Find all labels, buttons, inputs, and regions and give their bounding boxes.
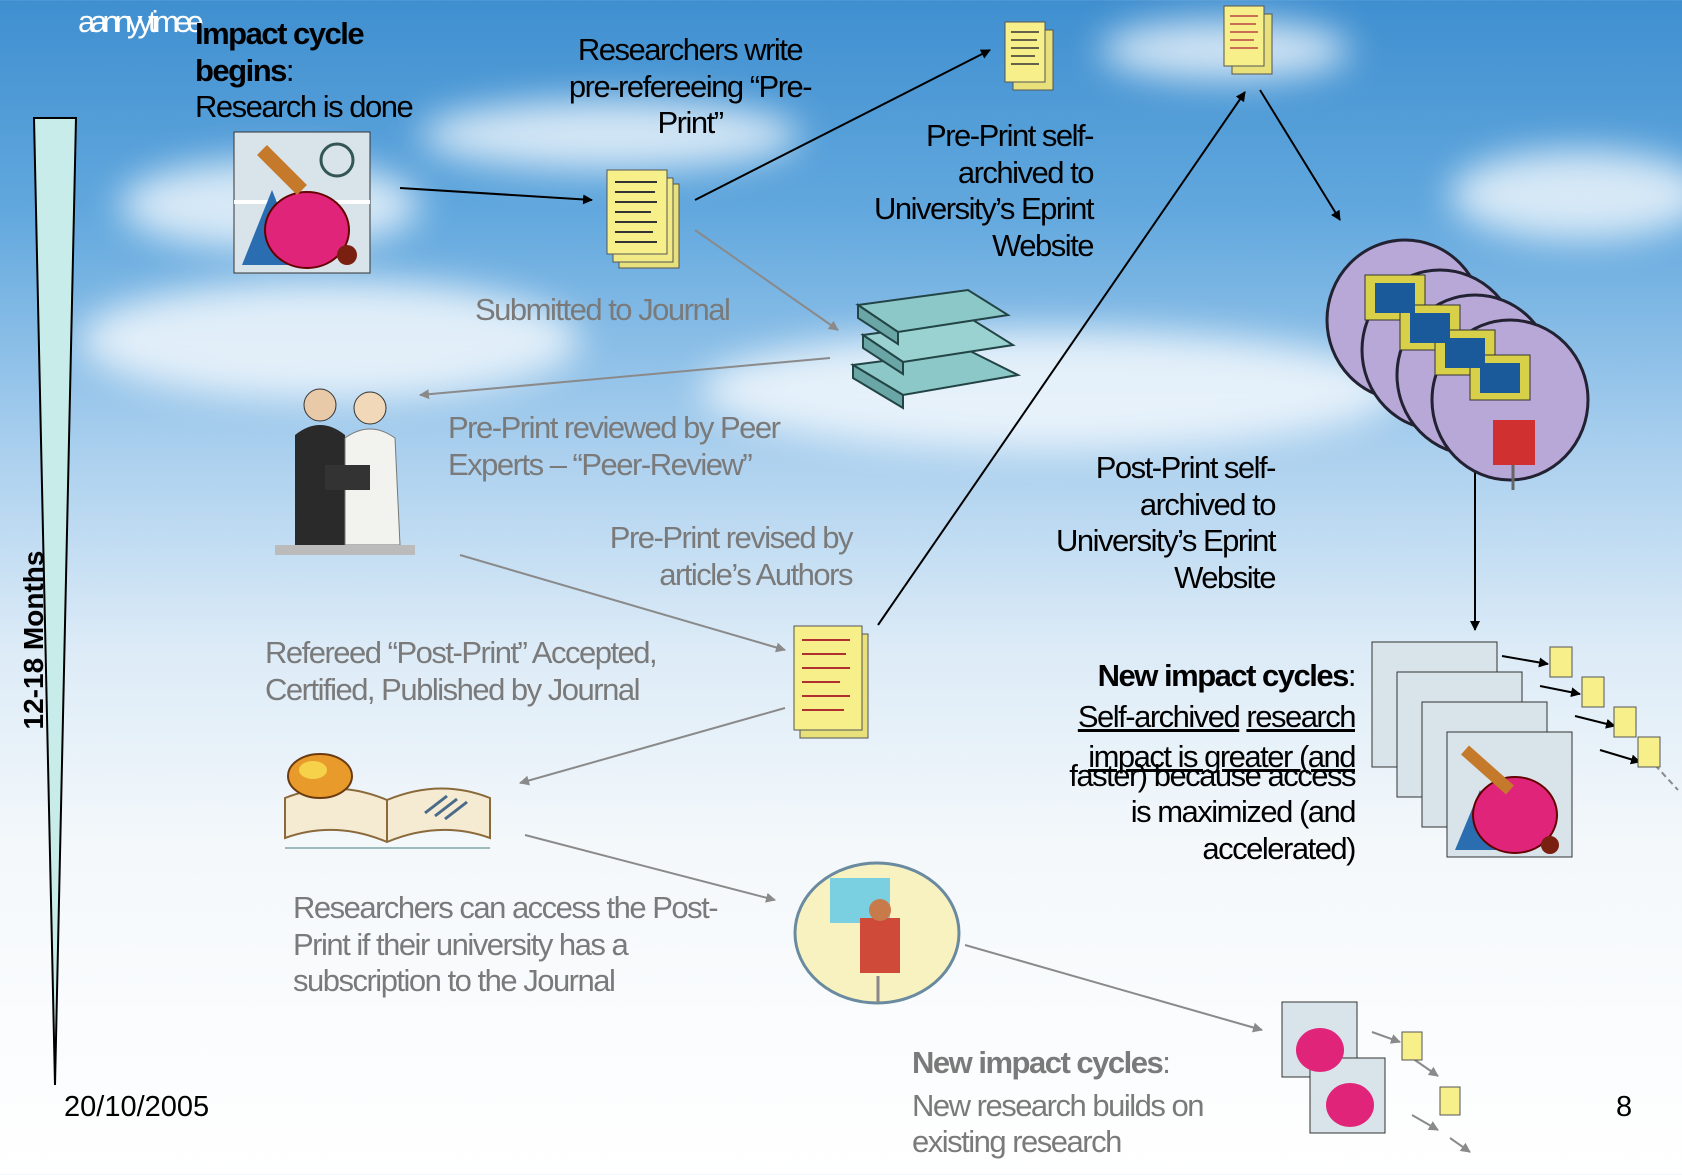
- peer-review-label: Pre-Print reviewed by Peer Experts – “Pe…: [448, 410, 781, 482]
- timeline-wedge: [32, 117, 78, 1086]
- revised-label: Pre-Print revised by article’s Authors: [609, 520, 854, 592]
- accepted-label: Refereed “Post-Print” Accepted, Certifie…: [265, 635, 658, 707]
- footer-page-number: 8: [1616, 1091, 1633, 1123]
- timeline-label: 12-18 Months: [18, 550, 49, 730]
- access-label: Researchers can access the Post-Print if…: [293, 890, 719, 999]
- arrow-journal-to-review: [419, 357, 831, 400]
- small-document-icon: [1613, 706, 1637, 738]
- arrow-eprint-to-researchers: [1259, 89, 1341, 221]
- arrow-research-to-preprint: [399, 187, 593, 205]
- arrow-journal-to-reader: [524, 834, 776, 903]
- new-cycles-right: New impact cycles: Self-archived researc…: [985, 658, 1357, 867]
- new-cycles-bottom: New impact cycles: New research builds o…: [912, 1045, 1272, 1161]
- self-archive-pre-label: Pre-Print self-archived to University’s …: [873, 118, 1095, 263]
- cloud: [700, 330, 1400, 450]
- small-document-icon: [1401, 1031, 1423, 1061]
- research-text: research: [1246, 698, 1356, 734]
- self-archive-post-label: Post-Print self-archived to University’s…: [1055, 450, 1277, 595]
- self-archived-text: Self-archived: [1077, 698, 1241, 734]
- researcher-icon: [233, 131, 371, 274]
- open-journal-icon: [284, 753, 491, 849]
- impact-line-1: impact is greater (and: [1088, 739, 1356, 775]
- impact-line-4: accelerated): [1202, 830, 1356, 866]
- small-document-icon: [1581, 676, 1605, 708]
- footer-date: 20/10/2005: [64, 1091, 210, 1123]
- preprint-document-icon: [606, 169, 680, 269]
- cloud: [80, 280, 580, 400]
- new-cycles-right-title: New impact cycles: [1097, 658, 1350, 693]
- small-document-icon: [1439, 1086, 1461, 1116]
- new-cycles-bottom-icon: [1281, 1001, 1386, 1134]
- eprint-postprint-document-icon: [1223, 5, 1273, 75]
- write-preprint-label: Researchers write pre-refereeing “Pre-Pr…: [568, 32, 813, 141]
- arrow-reader-to-new-cycles: [964, 944, 1263, 1033]
- research-done: Research is done: [195, 89, 414, 125]
- journal-books-icon: [850, 288, 1022, 410]
- impact-colon: :: [285, 52, 295, 88]
- peer-reviewers-icon: [275, 388, 415, 555]
- cloud: [1450, 150, 1682, 240]
- new-cycles-bottom-title: New impact cycles: [912, 1045, 1164, 1080]
- arrow-preprint-to-journal: [694, 229, 839, 331]
- impact-cycle-begins: Impact cycle begins: Research is done: [195, 16, 425, 126]
- arrow-review-to-postprint: [459, 554, 786, 653]
- arrow-preprint-to-eprint: [694, 49, 991, 201]
- reader-icon: [793, 861, 961, 1005]
- new-cycles-research-icon: [1371, 641, 1573, 858]
- impact-line-2: faster) because access: [1069, 757, 1356, 793]
- arrow-postprint-to-eprint: [877, 91, 1246, 626]
- small-document-icon: [1637, 736, 1661, 768]
- cloud: [420, 100, 800, 170]
- submitted-label: Submitted to Journal: [475, 292, 731, 327]
- small-document-icon: [1549, 646, 1573, 678]
- corner-text: aannyytimee: [78, 4, 204, 39]
- impact-line-3: is maximized (and: [1130, 794, 1357, 830]
- arrow-postprint-to-journal: [519, 707, 786, 786]
- eprint-document-icon: [1004, 21, 1054, 91]
- researchers-computers-icon: [1325, 238, 1590, 490]
- new-cycles-bottom-colon: :: [1162, 1045, 1171, 1080]
- postprint-document-icon: [793, 625, 869, 739]
- new-cycles-bottom-body: New research builds on existing research: [912, 1087, 1204, 1160]
- new-cycles-right-colon: :: [1347, 658, 1357, 693]
- impact-title: Impact cycle begins: [195, 16, 365, 88]
